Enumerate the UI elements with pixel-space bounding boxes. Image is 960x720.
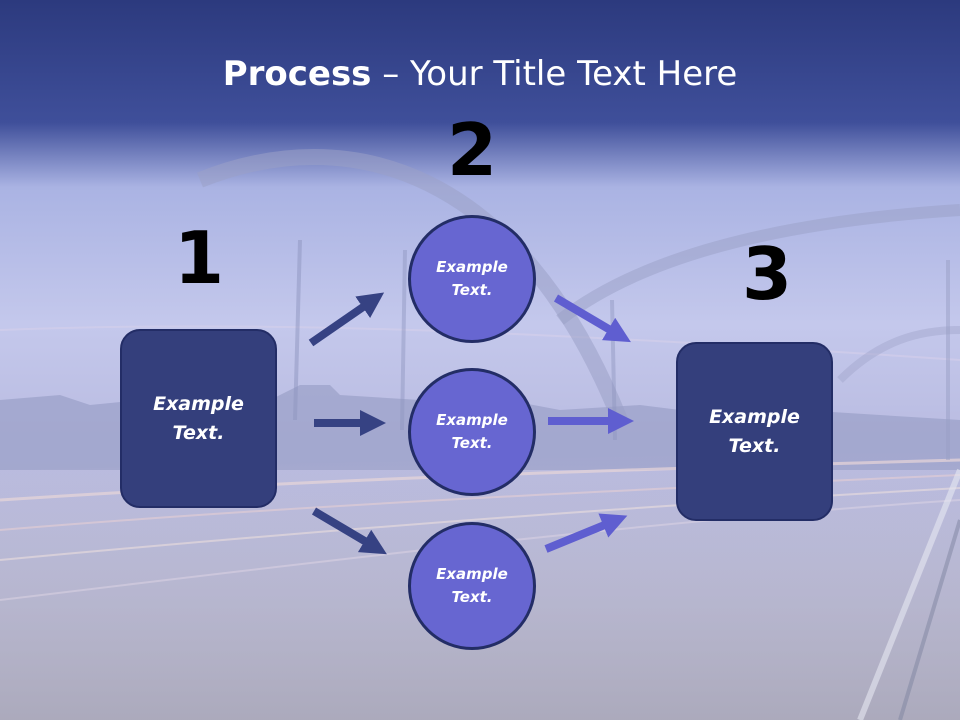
arrow-bottom-to-3 [544, 513, 628, 553]
step-2-circle-top: Example Text. [408, 215, 536, 343]
arrow-top-to-3 [553, 294, 631, 343]
step-2-top-text: Example Text. [436, 258, 508, 299]
step-1-box: Example Text. [120, 329, 277, 508]
step-2-circle-middle: Example Text. [408, 368, 536, 496]
arrow-1-to-bottom [311, 507, 387, 555]
step-3-text: Example Text. [709, 405, 800, 457]
step-3-box: Example Text. [676, 342, 833, 521]
title-rest: – Your Title Text Here [371, 54, 738, 94]
slide-title: Process – Your Title Text Here [0, 52, 960, 96]
arrow-1-to-top [308, 292, 385, 347]
step-number-3: 3 [741, 232, 793, 316]
step-number-2: 2 [446, 108, 498, 192]
step-2-middle-text: Example Text. [436, 411, 508, 452]
step-2-bottom-text: Example Text. [436, 565, 508, 606]
title-bold: Process [222, 54, 372, 94]
step-2-circle-bottom: Example Text. [408, 522, 536, 650]
step-number-1: 1 [173, 216, 225, 300]
step-1-text: Example Text. [153, 392, 244, 444]
